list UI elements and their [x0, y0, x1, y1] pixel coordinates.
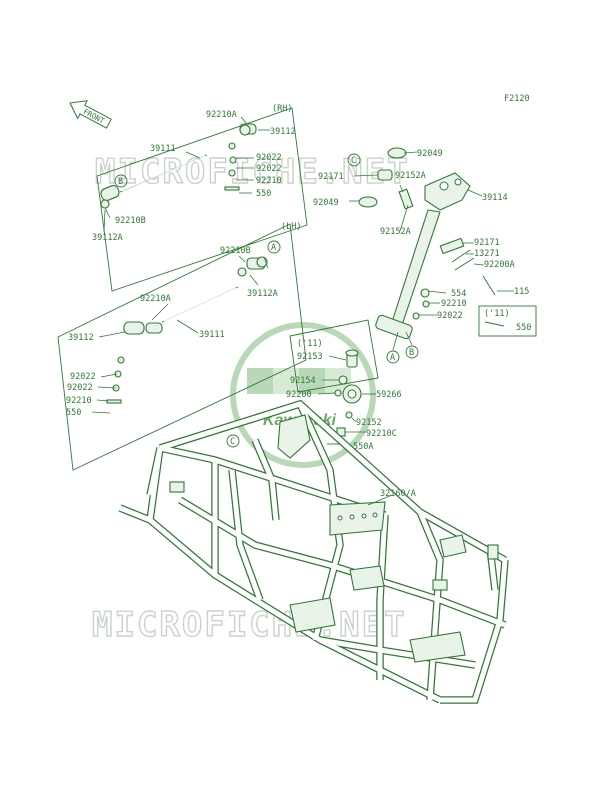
rh-part-39112A: 39112A	[92, 233, 123, 243]
steer-part-92152A-top: 92152A	[395, 171, 426, 181]
rh-ref-letter: B	[118, 177, 123, 187]
rh-side-label: (RH)	[272, 104, 292, 114]
center-part-59266: 59266	[376, 390, 402, 400]
ref-c-frame: C	[230, 437, 235, 447]
steering-shaft-group: 92049 92171 92152A 39114 92049 92152A 92…	[313, 147, 537, 364]
page-code: F2120	[504, 94, 530, 104]
lh-part-92210A: 92210A	[140, 294, 171, 304]
ref-circle-b	[405, 345, 419, 359]
rh-part-39112: 39112	[270, 127, 296, 137]
ref-circle-c-frame	[226, 434, 240, 448]
steer-part-92049-top: 92049	[417, 149, 443, 159]
lh-part-92022-b: 92022	[67, 383, 93, 393]
steer-part-554: 554	[451, 289, 466, 299]
rh-part-39111: 39111	[150, 144, 176, 154]
rh-part-92210B: 92210B	[115, 216, 146, 226]
lh-part-92022-a: 92022	[70, 372, 96, 382]
rh-tie-rod-group: (RH) 92210A 39112 39111 92022 92022 9221…	[92, 104, 308, 292]
center-part-92200: 92200	[286, 390, 312, 400]
center-part-92153: 92153	[297, 352, 323, 362]
rh-part-92210: 92210	[256, 176, 282, 186]
ref-b-bottom: B	[409, 348, 414, 358]
rh-part-92210A: 92210A	[206, 110, 237, 120]
steer-part-92210: 92210	[441, 299, 467, 309]
steer-part-92171-low: 92171	[474, 238, 500, 248]
center-part-92152: 92152	[356, 418, 382, 428]
frame-part-32160A: 32160/A	[380, 489, 416, 499]
ref-circle-a	[386, 350, 400, 364]
note-11-right-part: 550	[516, 323, 531, 333]
frame-assembly: C 32160/A	[118, 399, 509, 704]
lh-ref-letter: A	[271, 243, 276, 253]
lh-part-92210: 92210	[66, 396, 92, 406]
note-11-box-right	[478, 305, 537, 337]
lh-part-39111: 39111	[199, 330, 225, 340]
steer-part-92022: 92022	[437, 311, 463, 321]
center-note-11: ('11)	[297, 339, 323, 349]
steer-part-92171-top: 92171	[318, 172, 344, 182]
rh-part-92022-a: 92022	[256, 153, 282, 163]
center-part-550A: 550A	[353, 442, 373, 452]
note-11-right: ('11)	[484, 309, 510, 319]
lh-part-39112A: 39112A	[247, 289, 278, 299]
steer-part-92152A-low: 92152A	[380, 227, 411, 237]
rh-part-92022-b: 92022	[256, 164, 282, 174]
steer-part-13271: 13271	[474, 249, 500, 259]
watermark-bottom: MICROFICHE.NET	[92, 605, 407, 645]
front-direction-arrow: FRONT	[69, 100, 112, 129]
ref-c-top: C	[351, 156, 356, 166]
steer-part-39114: 39114	[482, 193, 508, 203]
ref-a-bottom: A	[390, 353, 395, 363]
lh-tie-rod-group: (LH) 92210B 39112A 92210A 39111 39112 92…	[57, 222, 307, 471]
steer-part-115: 115	[514, 287, 529, 297]
steer-part-92049-low: 92049	[313, 198, 339, 208]
rh-part-550: 550	[256, 189, 271, 199]
lh-part-92210B: 92210B	[220, 246, 251, 256]
center-part-92210C: 92210C	[366, 429, 397, 439]
ref-circle-c-top	[347, 153, 361, 167]
center-part-92154: 92154	[290, 376, 316, 386]
lh-part-39112: 39112	[68, 333, 94, 343]
rh-ref-circle	[114, 174, 128, 188]
steering-lower-group: ('11) 92153 92154 92200 59266 92152 9221…	[286, 319, 402, 452]
lh-ref-circle	[267, 240, 281, 254]
lh-side-label: (LH)	[281, 222, 301, 232]
lh-part-550: 550	[66, 408, 81, 418]
steer-part-92200A: 92200A	[484, 260, 515, 270]
